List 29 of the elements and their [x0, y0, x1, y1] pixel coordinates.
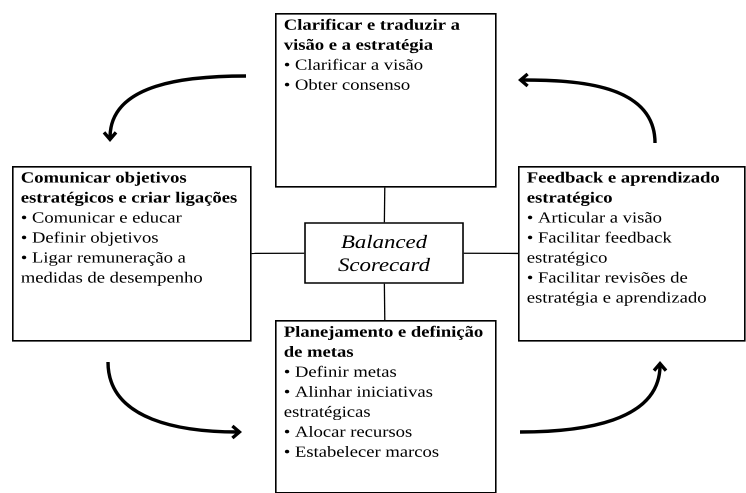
bullet-item: • Alinhar iniciativas estratégicas: [284, 386, 432, 420]
process-box: [275, 13, 497, 188]
curved-arrow: [518, 72, 657, 144]
bullet-item: • Ligar remuneração a medidas de desempenho: [21, 252, 202, 286]
curved-arrow: [520, 361, 668, 434]
connector-line: [252, 252, 304, 254]
bullet-item: • Definir objetivos: [22, 232, 158, 246]
curved-arrow: [106, 362, 242, 440]
box-heading: Planejamento e definição de metas: [284, 326, 482, 357]
center-box: Balanced Scorecard: [304, 222, 464, 284]
bullet-item: • Definir metas: [284, 366, 396, 377]
connector-line: [384, 188, 386, 222]
box-heading: Feedback e aprendizado estratégico: [527, 172, 719, 206]
curved-arrow: [102, 74, 246, 142]
box-heading: Clarificar e traduzir a visão e a estratégia: [284, 18, 460, 54]
process-box: [518, 166, 746, 342]
bullet-item: • Estabelecer marcos: [284, 446, 438, 457]
bullet-item: • Clarificar a visão: [284, 58, 422, 70]
connector-line: [384, 284, 386, 320]
connector-line: [464, 252, 518, 254]
bullet-item: • Facilitar feedback estratégico: [528, 232, 672, 266]
bullet-item: • Alocar recursos: [284, 426, 412, 437]
bullet-item: • Obter consenso: [284, 78, 410, 90]
process-box: [275, 320, 497, 493]
bullet-item: • Comunicar e educar: [22, 212, 182, 223]
box-heading: Comunicar objetivos estratégicos e criar ligações: [21, 172, 237, 206]
bullet-item: • Articular a visão: [528, 212, 662, 223]
bullet-item: • Facilitar revisões de estratégia e aprendizado: [528, 272, 706, 306]
process-box: [12, 166, 252, 342]
